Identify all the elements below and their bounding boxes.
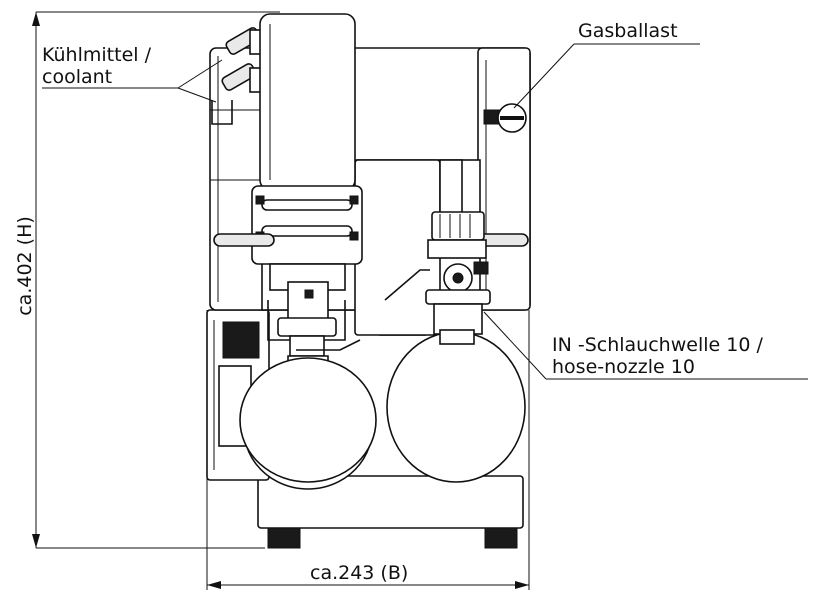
height-dimension — [32, 11, 280, 549]
gas-ballast-label: Gasballast — [578, 20, 678, 42]
height-dimension-label-wrap: ca.402 (H) — [12, 186, 38, 346]
width-dimension-label: ca.243 (B) — [310, 562, 409, 584]
inlet-valve-assembly — [425, 159, 491, 335]
condenser-column — [251, 13, 363, 323]
leader-lines — [42, 43, 808, 380]
round-bottom-flasks — [239, 329, 526, 490]
base-frame — [257, 475, 524, 549]
left-flask-clamp — [277, 317, 361, 357]
height-dimension-label: ca.402 (H) — [14, 216, 36, 316]
coolant-label-de: Kühlmittel / — [42, 44, 151, 66]
coolant-label-en: coolant — [42, 66, 113, 88]
inlet-label-en: hose-nozzle 10 — [552, 356, 695, 378]
inlet-label-de: IN -Schlauchwelle 10 / — [552, 334, 763, 356]
gas-ballast-valve — [483, 103, 527, 133]
